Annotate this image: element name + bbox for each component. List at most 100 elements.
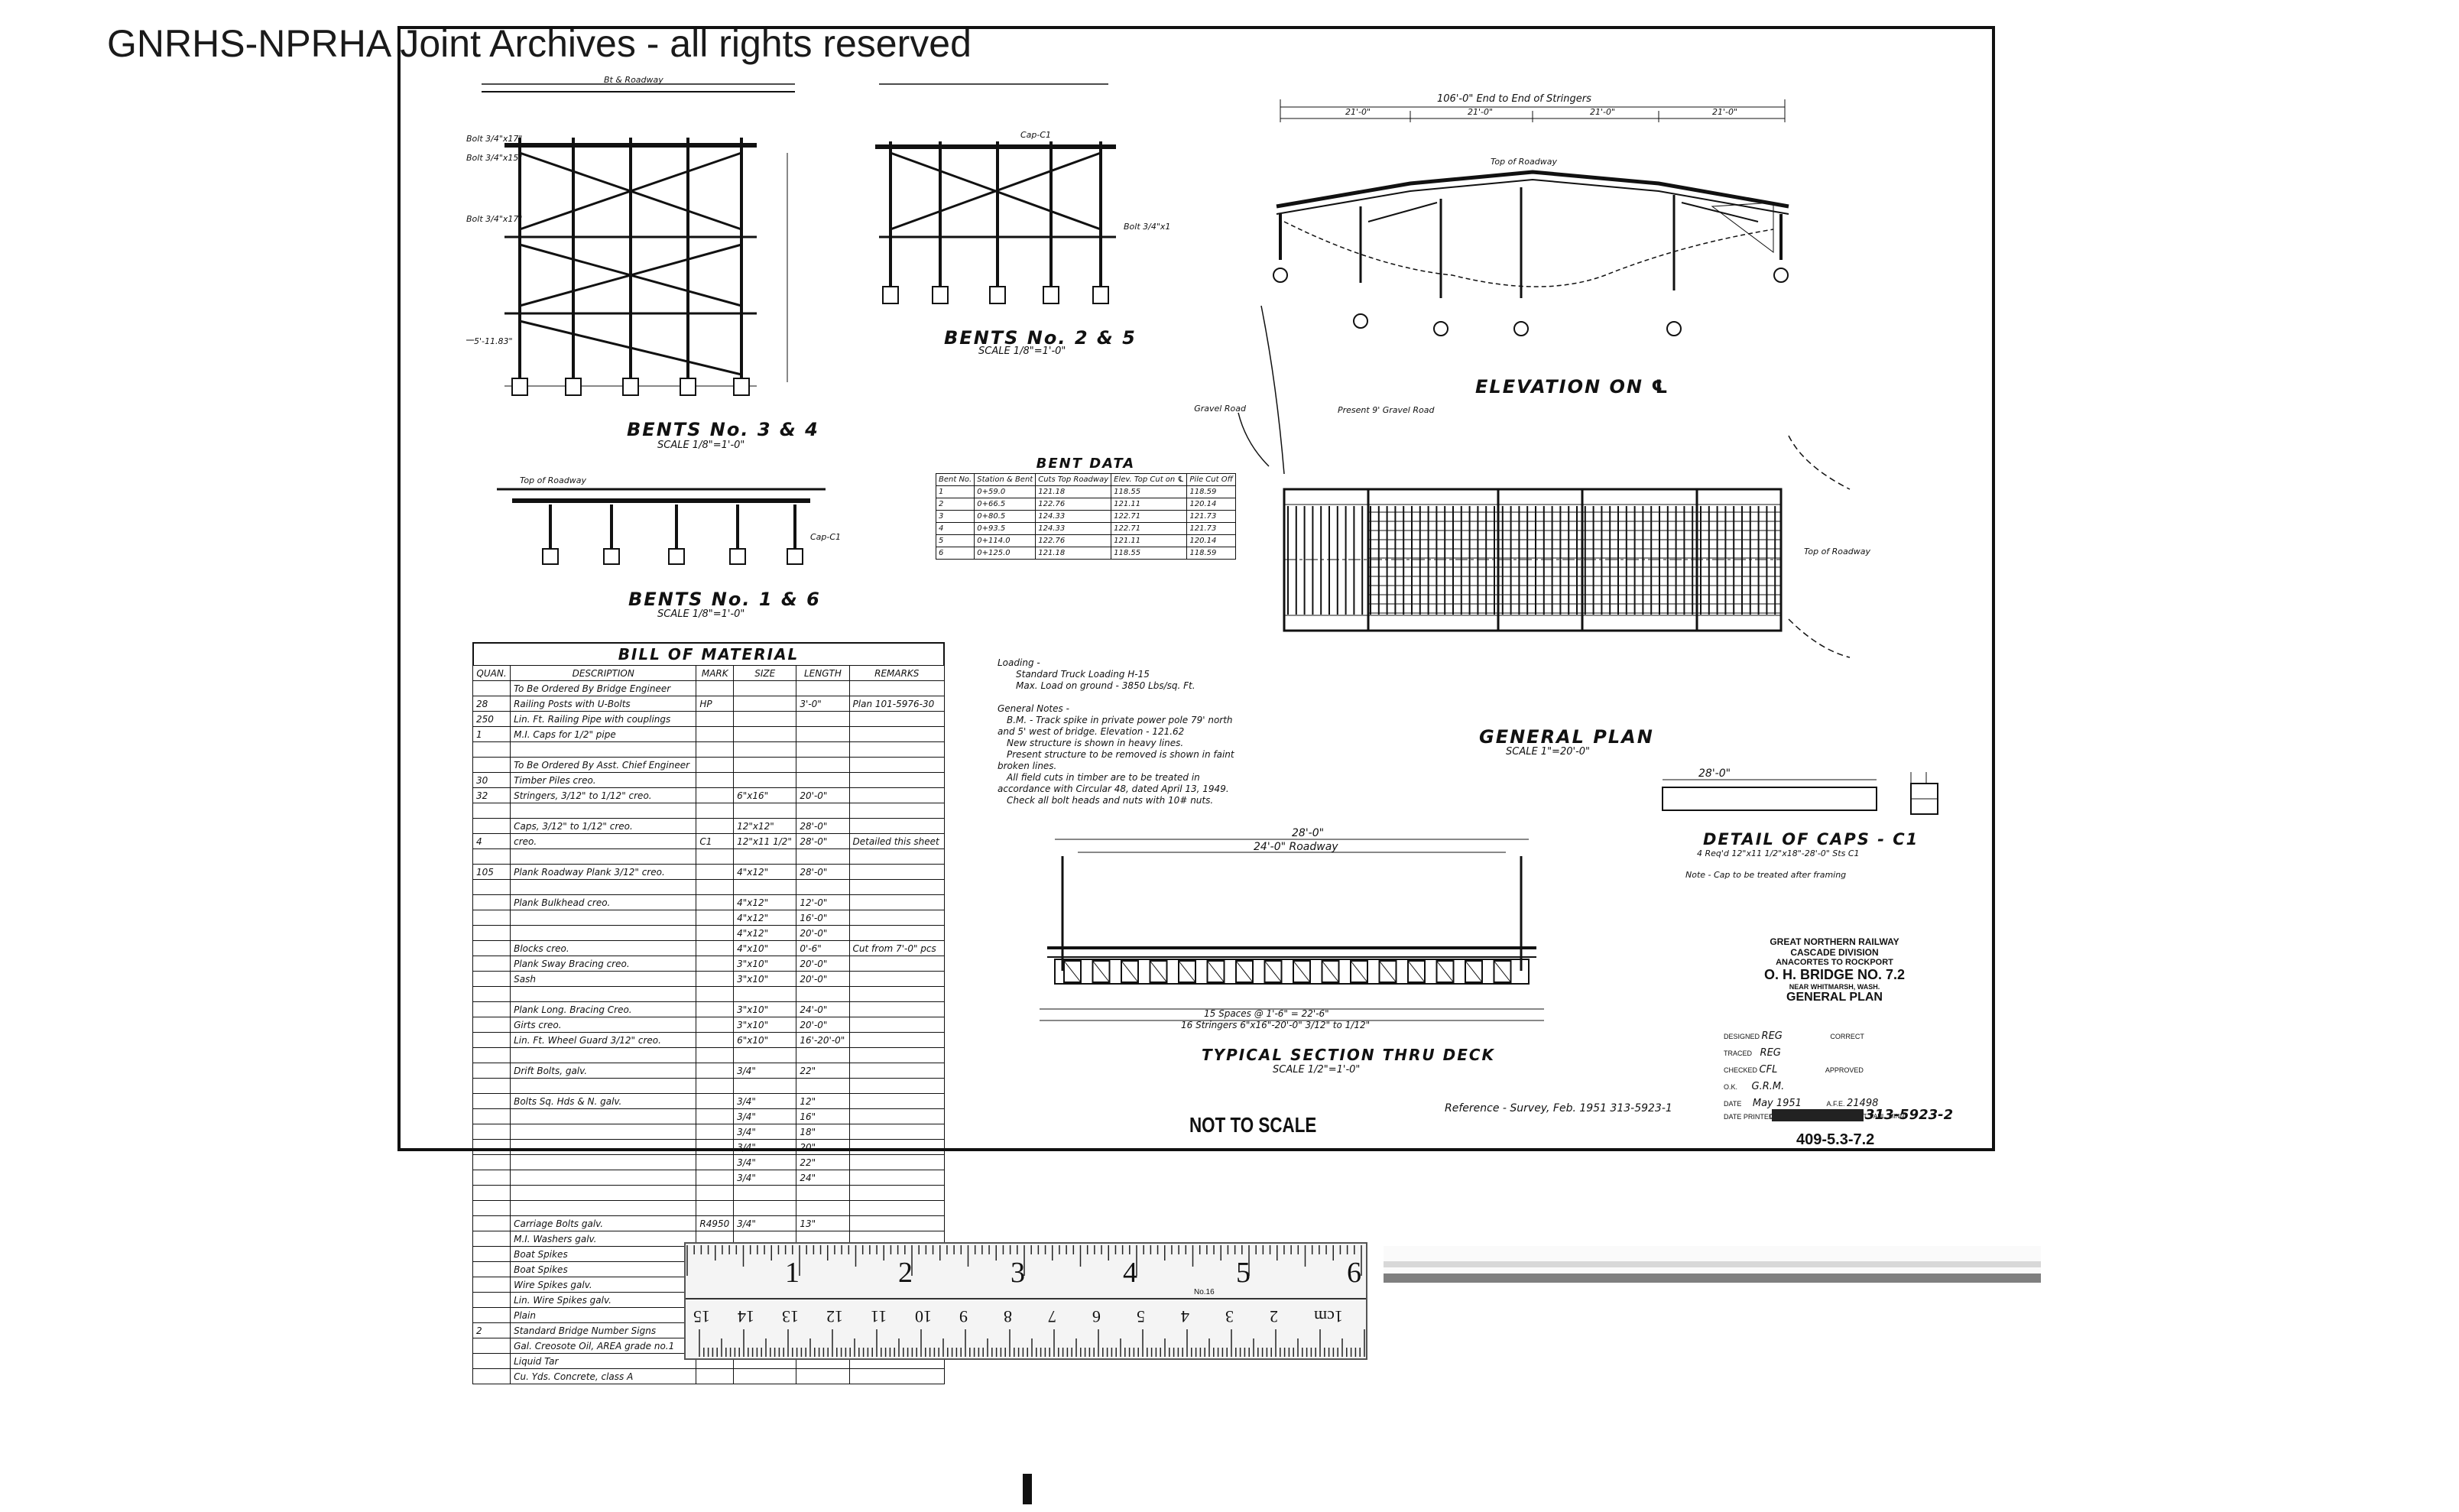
bom-cell: Detailed this sheet — [848, 833, 946, 849]
bom-cell — [848, 1093, 946, 1109]
bents-3-4-drawing: Bt & Roadway Bolt 3/4"x17" Bolt 3/4"x15"… — [466, 76, 795, 396]
bom-cell — [696, 1063, 735, 1079]
bom-cell: Timber Piles creo. — [510, 772, 697, 788]
bom-cell — [796, 1368, 850, 1384]
bom-cell: 12" — [796, 1093, 850, 1109]
bom-cell — [848, 680, 946, 696]
bom-cell — [696, 986, 735, 1002]
bom-cell — [696, 1124, 735, 1140]
bom-cell — [510, 803, 697, 819]
section-stringer-hatch — [1178, 960, 1196, 983]
bom-cell: 2 — [472, 1322, 511, 1338]
bom-cell — [472, 986, 511, 1002]
cell: 118.59 — [1186, 547, 1236, 560]
cell: 0+93.5 — [974, 522, 1036, 535]
section-stringer-hatch — [1436, 960, 1454, 983]
bom-cell: 24'-0" — [796, 1001, 850, 1017]
scan-mark — [1023, 1474, 1032, 1504]
bom-cell: 4"x12" — [733, 925, 797, 941]
elevation-span-3: 21'-0" — [1590, 107, 1615, 117]
bom-cell — [848, 1001, 946, 1017]
bom-cell: Girts creo. — [510, 1017, 697, 1033]
bom-cell: Drift Bolts, galv. — [510, 1063, 697, 1079]
bents-2-5-drawing: Cap-C1 Bolt 3/4"x16" — [875, 83, 1169, 304]
bom-cell: 28'-0" — [796, 818, 850, 834]
bom-cell: Railing Posts with U-Bolts — [510, 696, 697, 712]
ruler-cm-label: 13 — [782, 1307, 799, 1326]
tb-approved-label: APPROVED — [1825, 1066, 1864, 1074]
bom-cell: 20'-0" — [796, 956, 850, 972]
general-plan-scale: SCALE 1"=20'-0" — [1506, 746, 1591, 758]
bom-row — [472, 879, 946, 895]
bom-cell — [696, 894, 735, 910]
bom-cell — [696, 726, 735, 742]
bom-cell — [472, 1032, 511, 1048]
cell: 122.71 — [1111, 510, 1188, 523]
section-stringer — [1121, 960, 1139, 983]
bom-cell — [848, 1154, 946, 1170]
bom-cell — [733, 803, 797, 819]
bom-cell — [848, 726, 946, 742]
cell: 121.18 — [1035, 547, 1112, 560]
bom-row — [472, 986, 946, 1002]
bom-cell — [696, 1078, 735, 1094]
ruler-cm-label: 8 — [1004, 1307, 1012, 1326]
bom-cell — [733, 680, 797, 696]
bent-data-panel: BENT DATA Bent No. Station & Bent Cuts T… — [935, 456, 1236, 560]
section-stringer — [1293, 960, 1311, 983]
bom-cell — [848, 910, 946, 926]
svg-text:Bolt 3/4"x15": Bolt 3/4"x15" — [466, 153, 522, 163]
bom-cell: Plank Long. Bracing Creo. — [510, 1001, 697, 1017]
tb-designed: REG — [1761, 1030, 1783, 1042]
bom-row — [472, 1078, 946, 1094]
bom-cell — [796, 1047, 850, 1063]
cell: 6 — [935, 547, 975, 560]
bom-cell — [472, 1246, 511, 1262]
note-line: General Notes - — [998, 703, 1069, 714]
scan-artifact-strip — [1384, 1246, 2041, 1284]
svg-text:Cap-C1: Cap-C1 — [1020, 130, 1051, 140]
bom-row: Bolts Sq. Hds & N. galv.3/4"12" — [472, 1093, 946, 1109]
tb-traced-label: TRACED — [1724, 1050, 1753, 1057]
bom-cell — [510, 910, 697, 926]
bom-cell — [696, 1185, 735, 1201]
bom-cell — [472, 1017, 511, 1033]
bom-cell: 16'-20'-0" — [796, 1032, 850, 1048]
bom-cell — [696, 818, 735, 834]
bom-cell — [733, 741, 797, 758]
bom-cell: 20'-0" — [796, 925, 850, 941]
bom-cell — [796, 726, 850, 742]
bom-row: Caps, 3/12" to 1/12" creo.12"x12"28'-0" — [472, 818, 946, 834]
ruler-inch-3: 3 — [1011, 1257, 1025, 1289]
bent-data-title: BENT DATA — [1036, 456, 1136, 472]
section-stringer-hatch — [1407, 960, 1426, 983]
bom-cell — [510, 1108, 697, 1124]
section-stringer-hatch — [1121, 960, 1139, 983]
bom-cell — [472, 680, 511, 696]
bom-cell — [472, 1353, 511, 1369]
bom-cell: 3'-0" — [796, 696, 850, 712]
bom-cell: Liquid Tar — [510, 1353, 697, 1369]
ruler-cm-label: 6 — [1092, 1307, 1101, 1326]
bom-cell: Standard Bridge Number Signs — [510, 1322, 697, 1338]
drawing-sheet-border — [397, 26, 1995, 1151]
bom-row: Cu. Yds. Concrete, class A — [472, 1368, 946, 1384]
cell: 4 — [935, 522, 975, 535]
general-plan-title: GENERAL PLAN — [1479, 726, 1654, 748]
bom-cell: 22" — [796, 1063, 850, 1079]
caps-length: 28'-0" — [1698, 767, 1731, 780]
note-line: Standard Truck Loading H-15 — [1016, 669, 1150, 680]
bom-cell: Gal. Creosote Oil, AREA grade no.1 — [510, 1338, 697, 1354]
bom-row — [472, 741, 946, 758]
bom-cell — [733, 848, 797, 865]
cell: 0+80.5 — [974, 510, 1036, 523]
section-stringer-hatch — [1235, 960, 1254, 983]
bom-cell: Blocks creo. — [510, 940, 697, 956]
ruler-inch-2: 2 — [898, 1257, 913, 1289]
bom-cell — [510, 1200, 697, 1216]
bom-cell — [848, 1139, 946, 1155]
bom-cell — [472, 1139, 511, 1155]
bom-cell — [733, 1078, 797, 1094]
